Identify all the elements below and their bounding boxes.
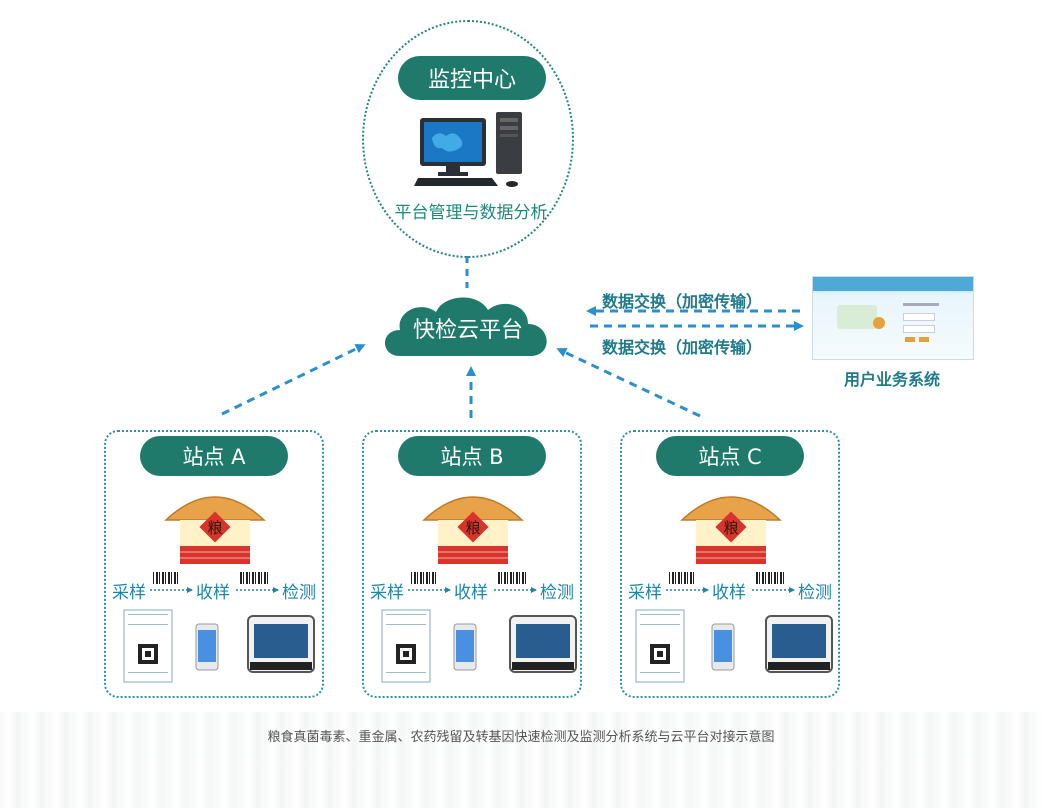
granary-char-a: 粮 [207,519,222,537]
station-a-step-testing: 检测 [282,578,316,603]
station-a-step2-text: 收样 [196,583,230,603]
station-c-step1-text: 采样 [628,583,662,603]
computer-icon [414,112,522,187]
station-c-step-testing: 检测 [798,578,832,603]
station-b-title: 站点 B [398,436,546,476]
exchange-label-top: 数据交换（加密传输） [602,288,762,312]
granary-icon-a: 粮 [164,496,266,564]
phone-icon [195,623,219,671]
station-a-step1-text: 采样 [112,583,146,603]
station-a-title-text: 站点 A [182,445,246,469]
barcode-icon [756,572,784,584]
station-c-title: 站点 C [656,436,804,476]
station-b-box [362,430,582,698]
sample-sheet-icon [123,609,173,683]
exchange-label-bottom-text: 数据交换（加密传输） [602,338,763,357]
cloud-icon [385,297,547,356]
station-c-step-receiving: 收样 [712,578,746,603]
station-b-step2-text: 收样 [454,583,488,603]
user-system-label: 用户业务系统 [812,366,972,390]
cloud-label: 快检云平台 [378,312,558,344]
monitor-center [362,20,574,258]
cloud-label-text: 快检云平台 [412,318,523,343]
phone-icon [711,623,735,671]
granary-char-b: 粮 [465,519,480,537]
station-a-step-receiving: 收样 [196,578,230,603]
station-b-step3-text: 检测 [540,583,574,603]
exchange-label-top-text: 数据交换（加密传输） [602,292,763,311]
device-row [123,609,833,683]
granary-char-c: 粮 [723,519,738,537]
sample-sheet-icon [381,609,431,683]
station-a-step-sampling: 采样 [112,578,146,603]
station-a-title: 站点 A [140,436,288,476]
phone-icon [453,623,477,671]
granary-icon-b: 粮 [422,496,524,564]
footer-band [0,712,1042,808]
station-c-step3-text: 检测 [798,583,832,603]
station-b-title-text: 站点 B [440,445,504,469]
flow-barcodes-and-arrows [150,572,795,593]
tablet-icon [247,615,315,673]
station-b-step-sampling: 采样 [370,578,404,603]
user-system-label-text: 用户业务系统 [843,370,940,389]
monitor-center-caption: 平台管理与数据分析 [380,198,562,223]
station-b-step1-text: 采样 [370,583,404,603]
granary-icon-c: 粮 [680,496,782,564]
station-b-step-receiving: 收样 [454,578,488,603]
station-c-step2-text: 收样 [712,583,746,603]
station-c-box [620,430,840,698]
barcode-icon [498,572,526,584]
user-system-screenshot [812,276,974,360]
footer-caption: 粮食真菌毒素、重金属、农药残留及转基因快速检测及监测分析系统与云平台对接示意图 [0,726,1042,745]
barcode-icon [668,572,696,584]
station-a-step3-text: 检测 [282,583,316,603]
tablet-icon [765,615,833,673]
monitor-center-title: 监控中心 [398,56,546,100]
station-c-arrow [556,348,701,418]
monitor-center-title-text: 监控中心 [427,68,516,93]
monitor-center-caption-text: 平台管理与数据分析 [394,203,548,223]
station-b-step-testing: 检测 [540,578,574,603]
barcode-icon [410,572,438,584]
station-a-box [104,430,324,698]
sample-sheet-icon [635,609,685,683]
barcode-icon [152,572,180,584]
station-a-arrow [221,344,366,416]
barcode-icon [240,572,268,584]
station-c-step-sampling: 采样 [628,578,662,603]
tablet-icon [509,615,577,673]
footer-caption-text: 粮食真菌毒素、重金属、农药残留及转基因快速检测及监测分析系统与云平台对接示意图 [267,730,775,745]
exchange-label-bottom: 数据交换（加密传输） [602,334,762,358]
station-c-title-text: 站点 C [698,445,762,469]
